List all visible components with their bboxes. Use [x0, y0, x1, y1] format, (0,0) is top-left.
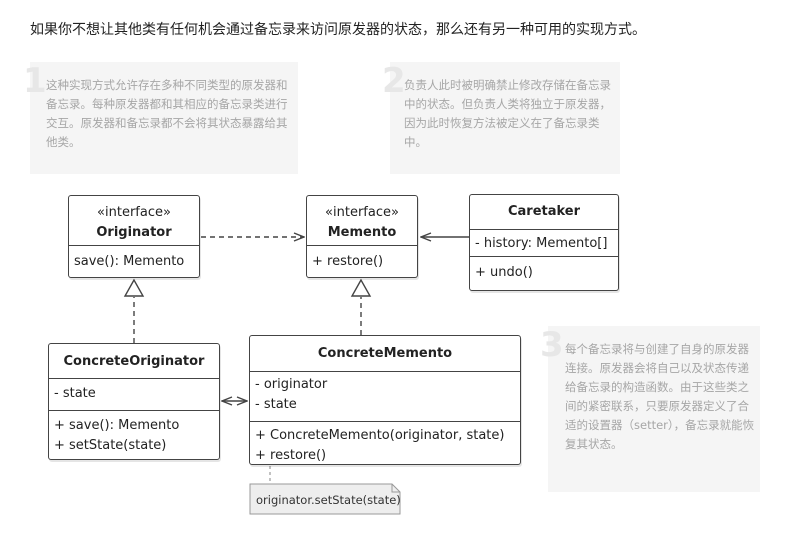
note-3: 3 每个备忘录将与创建了自身的原发器连接。原发器会将自己以及状态传递给备忘录的构…: [540, 326, 760, 492]
field: - history: Memento[]: [475, 236, 608, 251]
note-text: 负责人此时被明确禁止修改存储在备忘录中的状态。但负责人类将独立于原发器，因为此时…: [404, 78, 611, 149]
note-2: 2 负责人此时被明确禁止修改存储在备忘录中的状态。但负责人类将独立于原发器，因为…: [382, 62, 620, 174]
realization-triangle-memento: [350, 278, 372, 297]
code-note-shape: [249, 483, 401, 515]
field: - originator: [255, 377, 328, 392]
class-name: Memento: [327, 225, 397, 240]
code-note: originator.setState(state): [250, 484, 401, 514]
stereotype-label: «interface»: [325, 205, 399, 220]
code-note-text: originator.setState(state): [256, 493, 401, 507]
fields-section: - state: [49, 378, 219, 410]
realization-triangle-originator: [123, 278, 145, 297]
class-memento: «interface» Memento + restore(): [306, 195, 418, 278]
class-name: ConcreteMemento: [317, 346, 453, 361]
field: - state: [54, 386, 96, 401]
intro-text: 如果你不想让其他类有任何机会通过备忘录来访问原发器的状态，那么还有另一种可用的实…: [30, 22, 646, 38]
methods-section: save(): Memento: [69, 245, 199, 275]
stereotype-label: «interface»: [97, 205, 171, 220]
class-originator: «interface» Originator save(): Memento: [68, 195, 200, 278]
note-number: 3: [540, 325, 564, 365]
method: save(): Memento: [74, 254, 185, 269]
field: - state: [255, 397, 297, 412]
fields-section: - originator - state: [250, 371, 520, 421]
class-caretaker: Caretaker - history: Memento[] + undo(): [469, 194, 619, 291]
class-name: Caretaker: [507, 204, 581, 219]
note-text: 每个备忘录将与创建了自身的原发器连接。原发器会将自己以及状态传递给备忘录的构造函…: [565, 342, 755, 451]
methods-section: + ConcreteMemento(originator, state) + r…: [250, 421, 520, 472]
class-concrete-memento: ConcreteMemento - originator - state + C…: [249, 335, 521, 465]
method: + ConcreteMemento(originator, state): [255, 428, 505, 443]
note-number: 1: [23, 61, 47, 101]
method: + undo(): [475, 265, 533, 280]
class-concrete-originator: ConcreteOriginator - state + save(): Mem…: [48, 343, 220, 460]
method: + save(): Memento: [54, 418, 180, 433]
method: + restore(): [312, 254, 384, 269]
method: + setState(state): [54, 438, 167, 453]
methods-section: + undo(): [470, 256, 618, 285]
note-1: 1 这种实现方式允许存在多种不同类型的原发器和备忘录。每种原发器都和其相应的备忘…: [23, 62, 298, 174]
class-name: ConcreteOriginator: [63, 354, 205, 369]
fields-section: - history: Memento[]: [470, 229, 618, 256]
note-number: 2: [382, 61, 406, 101]
class-name: Originator: [96, 225, 172, 240]
note-text: 这种实现方式允许存在多种不同类型的原发器和备忘录。每种原发器都和其相应的备忘录类…: [46, 78, 288, 149]
methods-section: + save(): Memento + setState(state): [49, 410, 219, 464]
methods-section: + restore(): [307, 245, 417, 275]
code-note-fold: [391, 484, 400, 493]
method: + restore(): [255, 448, 327, 463]
